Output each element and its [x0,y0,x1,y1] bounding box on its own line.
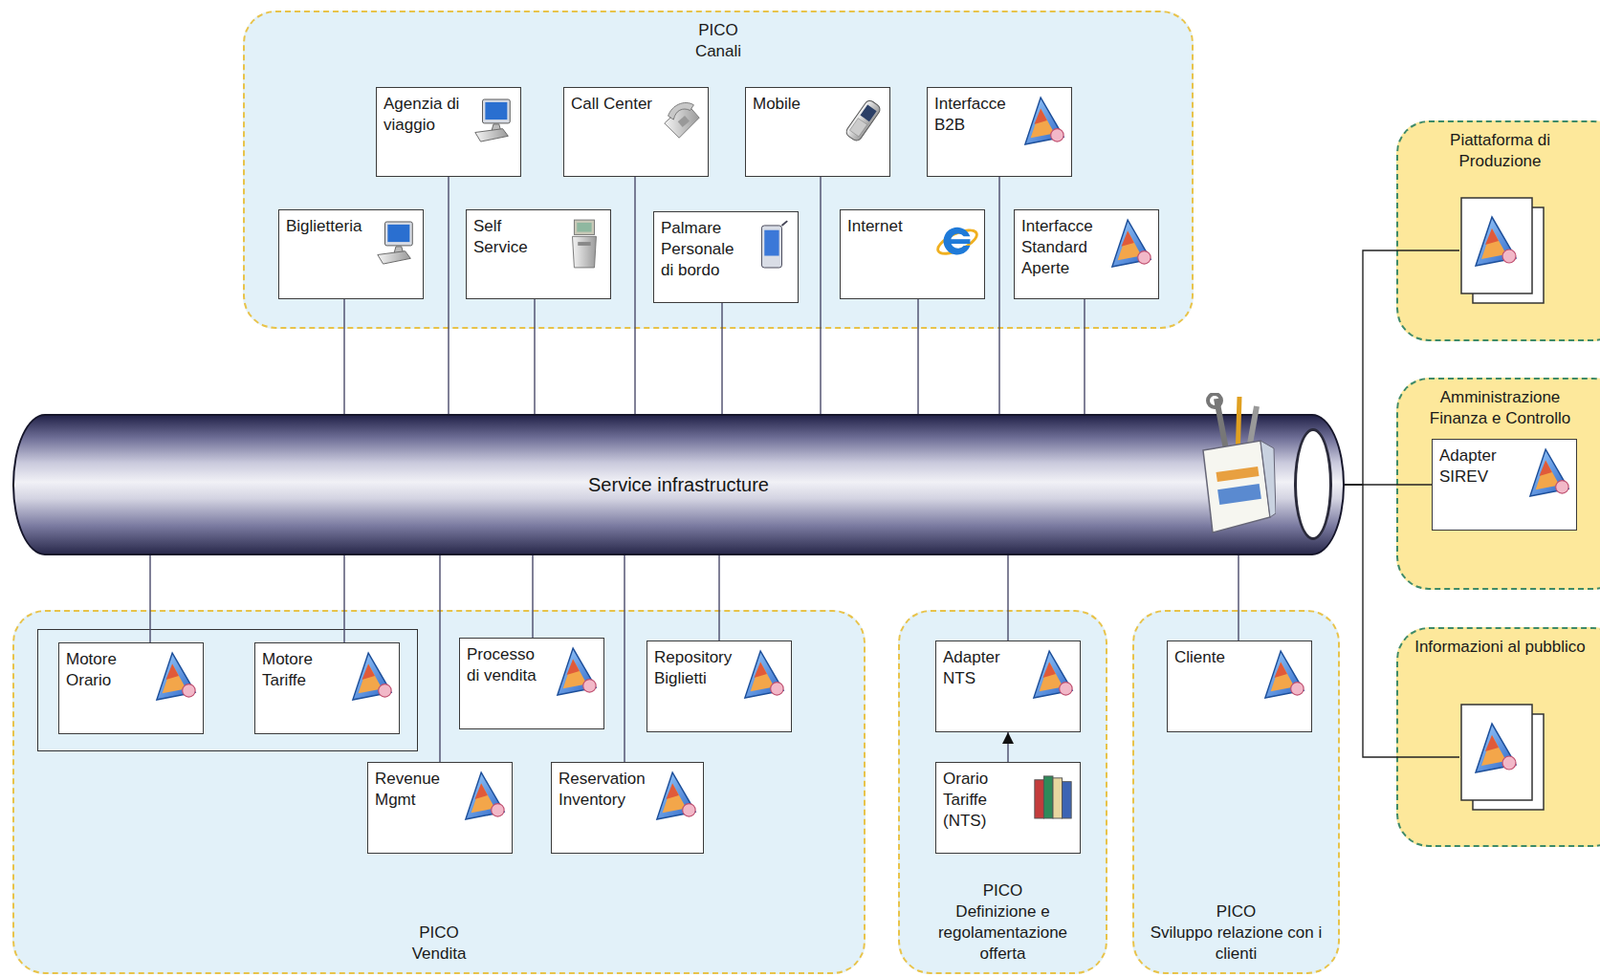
group-heading: Informazioni al pubblico [1414,636,1587,658]
group-heading-area: Informazioni al pubblico [1398,636,1600,658]
service-box: Repository Biglietti [646,640,792,733]
group-heading: Sviluppo relazione con i clienti [1141,922,1332,965]
service-box: Revenue Mgmt [367,762,513,855]
box-label: Interfacce B2B [934,93,1018,136]
puzzle-icon [350,651,395,703]
service-box: Motore Tariffe [254,642,400,735]
service-box: Self Service [465,209,612,300]
group-heading: PICO [295,922,583,944]
system-panel: Informazioni al pubblico [1396,627,1600,848]
box-label: Reservation Inventory [558,768,650,811]
puzzle-icon [554,646,599,699]
group-heading: Amministrazione Finanza e Controllo [1414,387,1587,430]
puzzle-icon [654,770,699,823]
group-heading: Vendita [295,943,583,965]
group-heading: PICO [574,20,862,42]
puzzle-icon [153,651,198,703]
service-box: Internet [839,209,986,300]
service-box: Interfacce Standard Aperte [1013,209,1160,300]
system-panel: Piattaforma di Produzione [1396,120,1600,342]
component-stack-icon [1459,702,1545,812]
phone-icon [658,95,703,148]
service-box: Mobile [745,87,891,177]
group-heading-area: Piattaforma di Produzione [1398,130,1600,173]
box-label: Self Service [473,216,557,259]
group-heading: Piattaforma di Produzione [1414,130,1587,173]
component-stack-icon [1459,196,1545,306]
box-label: Mobile [752,93,836,115]
service-box: Adapter NTS [935,640,1081,733]
puzzle-icon [1022,95,1067,148]
group-heading-area: PICOVendita [14,922,864,965]
box-label: Internet [847,216,931,238]
group-panel: PICOCanaliAgenzia di viaggio Call Center M… [242,10,1194,329]
group-panel: PICOVendita Motore Orario Motore Tariffe Pr… [12,610,866,975]
box-label: Revenue Mgmt [374,768,459,811]
box-label: Motore Tariffe [262,649,346,692]
service-box: Motore Orario [58,642,204,735]
group-heading: Canali [574,41,862,63]
system-panel: Amministrazione Finanza e ControlloAdapt… [1396,377,1600,591]
kiosk-icon [561,218,606,270]
service-box: Reservation Inventory [550,762,704,855]
box-label: Palmare Personale di bordo [660,218,745,282]
service-bus: Service infrastructure [12,414,1345,556]
box-label: Agenzia di viaggio [383,93,467,136]
puzzle-icon [1262,649,1307,702]
box-label: Orario Tariffe (NTS) [942,768,1027,833]
service-box: Interfacce B2B [926,87,1073,177]
service-box: Agenzia di viaggio [375,87,522,177]
group-panel: PICOSviluppo relazione con i clienti Clie… [1132,610,1340,975]
puzzle-icon [462,770,507,823]
service-box: Palmare Personale di bordo [653,211,799,304]
pipe-opening [1293,428,1333,541]
service-box: Call Center [563,87,709,177]
service-box: Orario Tariffe (NTS) [935,762,1081,855]
toolbox-icon [1193,393,1276,537]
service-box: Cliente [1166,640,1313,733]
service-box: Biglietteria [278,209,424,300]
group-heading-area: Amministrazione Finanza e Controllo [1398,387,1600,430]
box-label: Processo di vendita [466,644,550,687]
books-icon [1030,770,1075,823]
group-heading: PICO [1141,901,1332,923]
puzzle-icon [1109,218,1154,270]
box-label: Adapter NTS [942,647,1027,690]
box-label: Call Center [570,93,655,115]
group-heading: PICO [926,880,1080,902]
puzzle-icon [742,649,787,702]
group-heading-area: PICOSviluppo relazione con i clienti [1134,901,1338,965]
box-label: Repository Biglietti [654,647,738,690]
monitor-icon [373,218,418,270]
group-heading: Definizione e regolamentazione offerta [926,901,1080,965]
box-label: Biglietteria [285,216,370,238]
box-label: Interfacce Standard Aperte [1021,216,1105,280]
mobile-icon [840,95,885,148]
bus-label: Service infrastructure [588,474,769,497]
box-label: Adapter SIREV [1439,445,1523,488]
service-box: Adapter SIREV [1431,438,1578,531]
box-label: Cliente [1174,647,1258,669]
monitor-icon [471,95,516,148]
box-label: Motore Orario [65,649,150,692]
group-heading-area: PICODefinizione e regolamentazione offer… [899,880,1106,965]
pda-icon [748,219,793,272]
puzzle-icon [1030,649,1075,702]
group-heading-area: PICOCanali [244,20,1192,63]
ie-icon [935,218,980,270]
puzzle-icon [1527,447,1572,500]
group-panel: PICODefinizione e regolamentazione offer… [898,610,1108,975]
service-box: Processo di vendita [459,637,605,730]
